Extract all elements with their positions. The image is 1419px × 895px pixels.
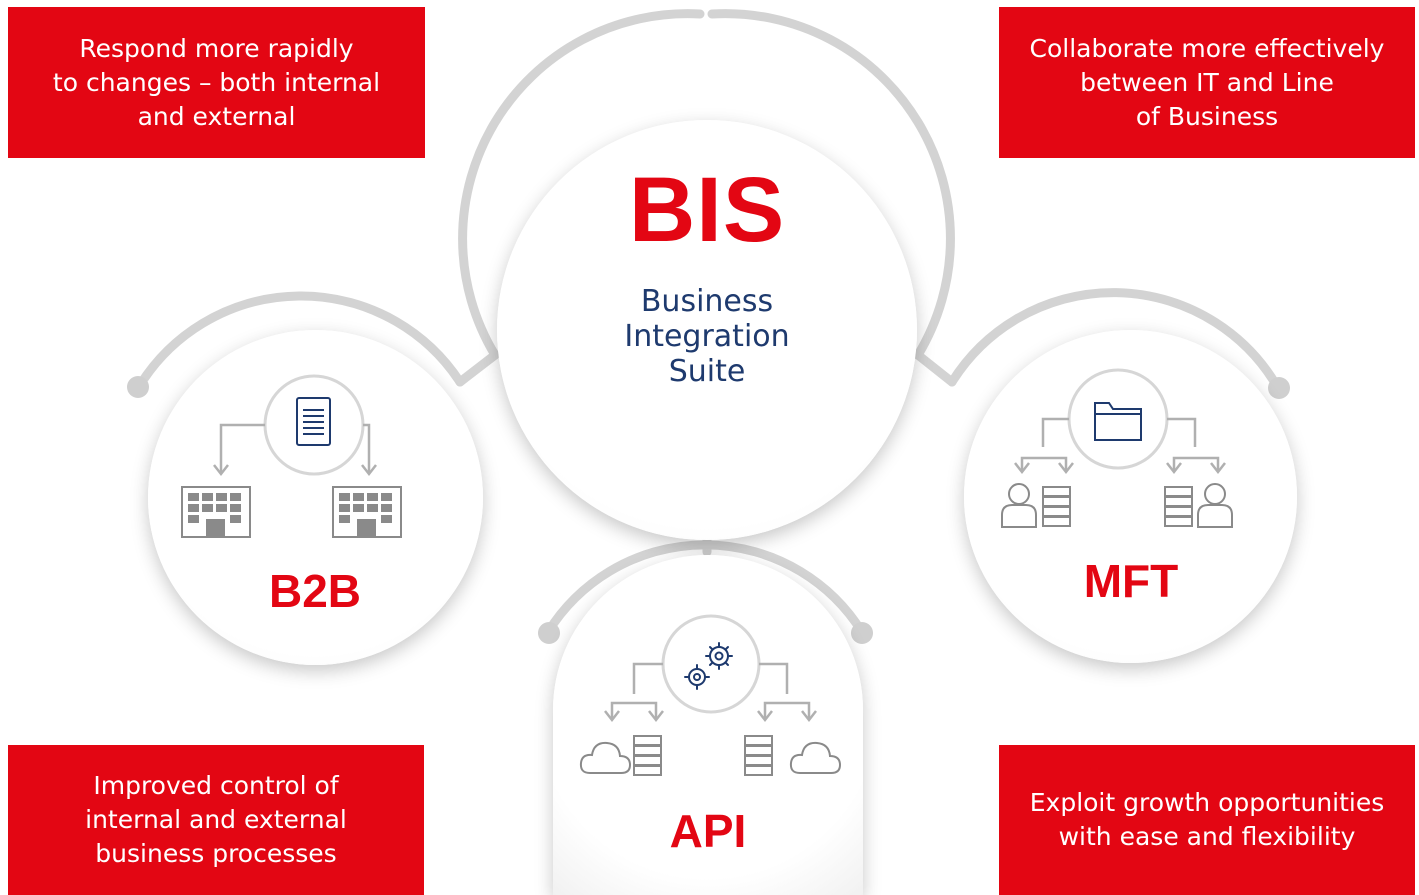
b2b-label: B2B xyxy=(268,565,362,617)
api-arc-right-dot xyxy=(851,622,873,644)
mft-ring-arc xyxy=(947,288,1283,393)
b2b-arc-end-dot xyxy=(127,376,149,398)
benefit-respond-rapidly: Respond more rapidly to changes – both i… xyxy=(8,7,425,158)
bis-circle xyxy=(497,120,917,540)
benefit-text: Improved control of internal and externa… xyxy=(85,771,347,868)
mft-label: MFT xyxy=(1083,555,1179,607)
benefit-text: Exploit growth opportunities with ease a… xyxy=(1029,788,1385,851)
api-label: API xyxy=(669,805,747,857)
bis-subtitle-line: Integration xyxy=(624,319,790,354)
mft-arc-end-dot xyxy=(1268,377,1290,399)
connector-right xyxy=(913,350,957,387)
bis-subtitle-line: Suite xyxy=(668,354,746,389)
api-circle xyxy=(553,555,863,895)
b2b-ring-arc xyxy=(135,291,465,390)
api-ring-arc xyxy=(543,540,867,637)
benefit-text: Respond more rapidly to changes – both i… xyxy=(52,33,381,131)
api-arc-left-dot xyxy=(538,622,560,644)
bis-title: BIS xyxy=(628,159,786,261)
bis-subtitle: Business Integration Suite xyxy=(557,284,857,389)
main-ring-left-arc xyxy=(458,9,705,360)
bis-subtitle-line: Business xyxy=(640,284,774,319)
benefit-text: Collaborate more effectively between IT … xyxy=(1029,33,1385,131)
main-ring-right-arc xyxy=(707,9,955,360)
benefit-exploit-growth: Exploit growth opportunities with ease a… xyxy=(999,745,1415,895)
benefit-collaborate: Collaborate more effectively between IT … xyxy=(999,7,1415,158)
connector-left xyxy=(455,350,500,387)
mft-circle xyxy=(964,330,1297,663)
benefit-improved-control: Improved control of internal and externa… xyxy=(8,745,424,895)
